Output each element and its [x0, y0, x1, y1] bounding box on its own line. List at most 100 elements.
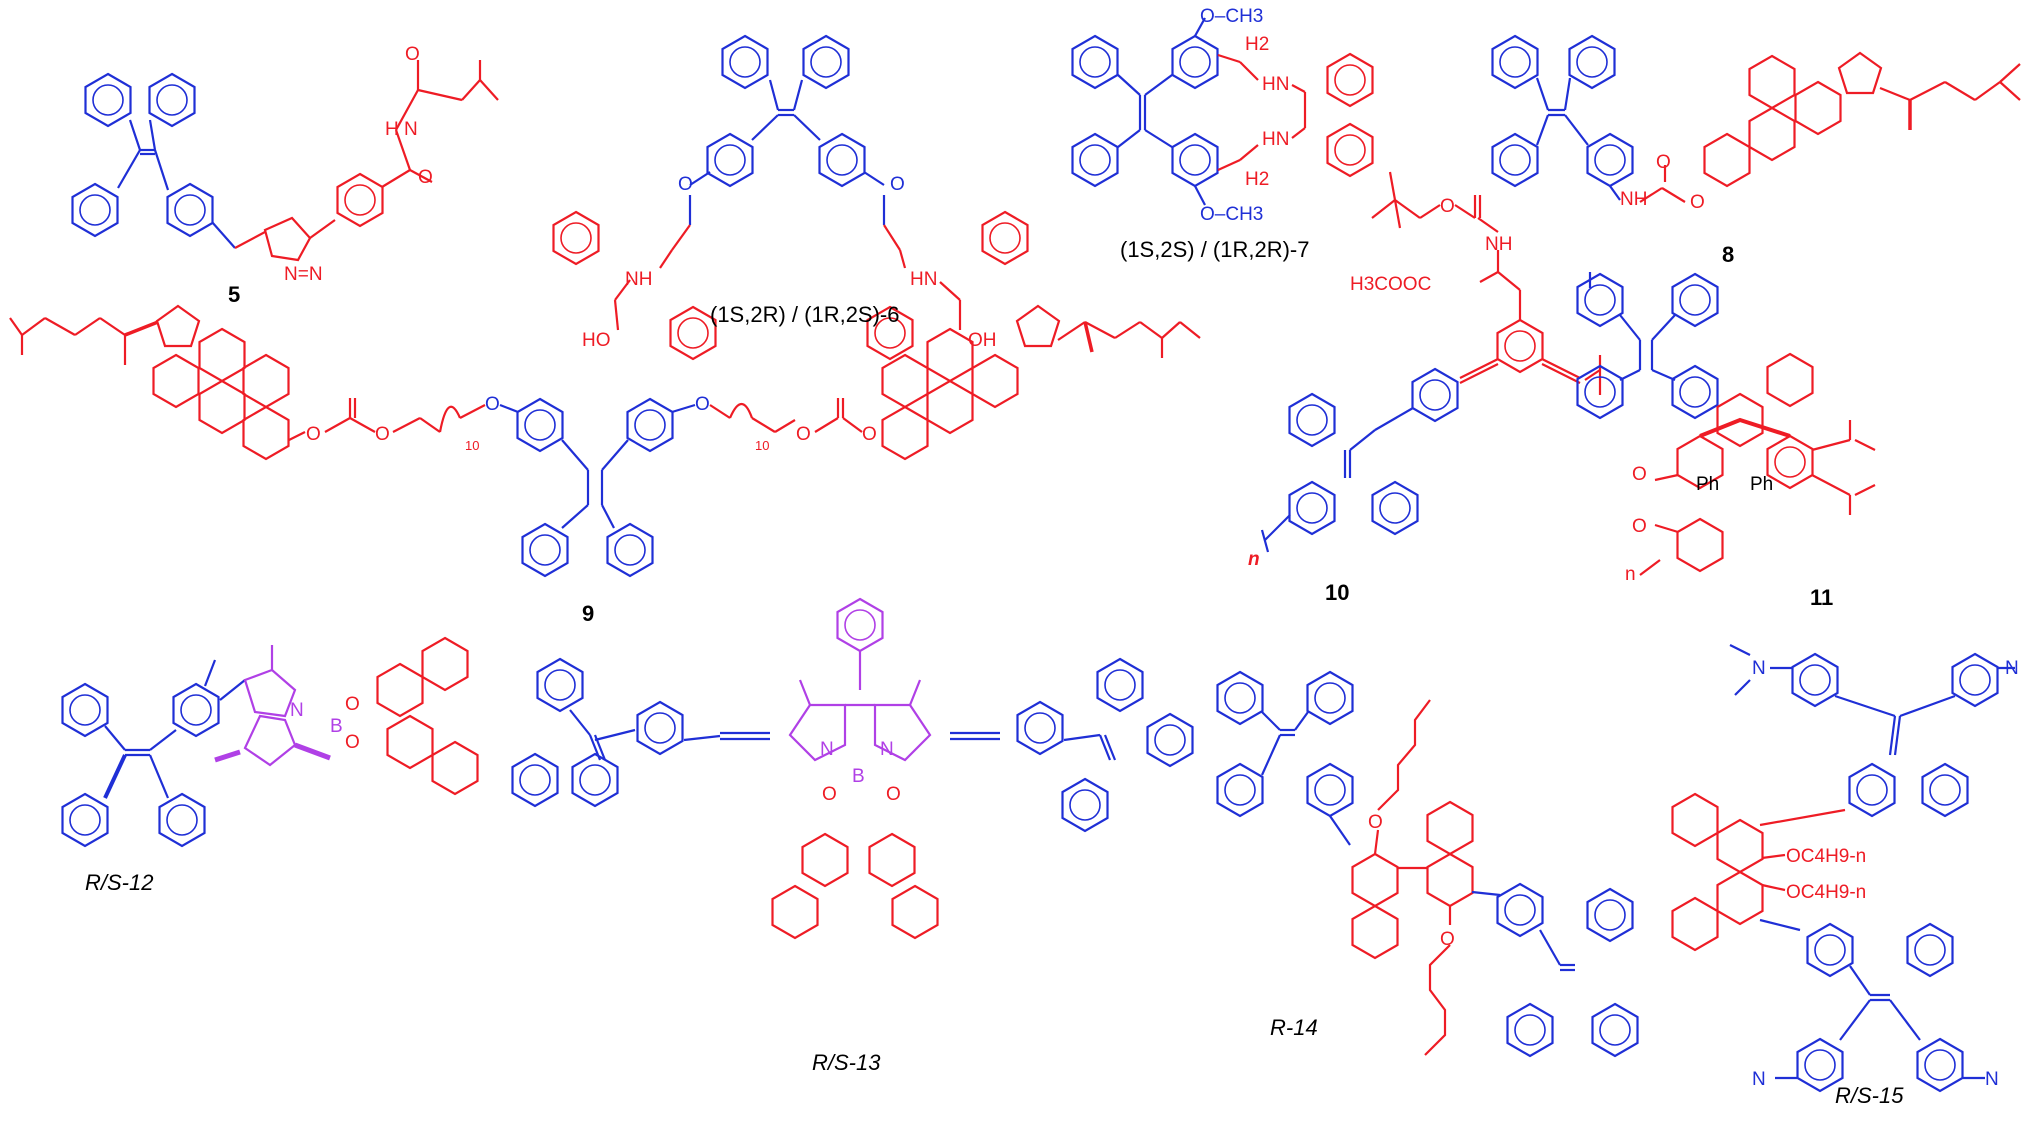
phenyl-label-11a: Ph	[1696, 474, 1719, 495]
ester-o-8: O	[1690, 192, 1705, 213]
bodipy-n-13b: N	[880, 739, 894, 760]
methoxy-o-11a: O	[1632, 464, 1647, 485]
binol-o-13b: O	[886, 784, 901, 805]
binol-unit-12	[376, 636, 479, 796]
binol-unit-13	[771, 832, 940, 940]
repeat-count-9a: 10	[465, 438, 479, 453]
methoxy-o-11b: O	[1632, 516, 1647, 537]
compound-8: NH O O 8	[1491, 34, 2021, 267]
chiral-unit-7	[1217, 52, 1374, 178]
compound-label-12: R/S-12	[85, 870, 153, 895]
tpe-unit-5	[71, 72, 236, 249]
tpe-unit-8	[1491, 34, 1634, 201]
triazole-nn-5: N=N	[284, 264, 323, 285]
bodipy-unit-13	[788, 597, 932, 762]
hydroxyl-6a: HO	[582, 330, 611, 351]
tpe-unit-9	[499, 397, 696, 578]
butoxy-15b: OC4H9-n	[1786, 882, 1866, 903]
boc-o-10: O	[1440, 196, 1455, 217]
chiral-unit-10	[1371, 171, 1602, 395]
methylene-7a: H2	[1245, 34, 1269, 55]
compound-13: N N B O O R/S-13	[511, 597, 1194, 1075]
compound-label-14: R-14	[1270, 1015, 1318, 1040]
compound-label-6: (1S,2R) / (1R,2S)-6	[710, 302, 900, 327]
compound-10: O NH H3COOC n 10	[1248, 171, 1602, 605]
compound-label-9: 9	[582, 601, 594, 626]
ester-o-9c: O	[796, 424, 811, 445]
compound-label-7: (1S,2S) / (1R,2R)-7	[1120, 237, 1310, 262]
compound-9: O O 10 O O 10 O	[9, 304, 1201, 626]
tpe-top-14	[1216, 670, 1354, 846]
methoxy-7b: O–CH3	[1200, 204, 1263, 225]
tpe-bottom-15	[1759, 918, 1985, 1093]
steroid-right-9	[881, 304, 1201, 461]
tpe-top-15	[1729, 644, 2015, 818]
compound-5: O O H N N=N 5	[71, 44, 499, 307]
linker-right-9	[709, 398, 863, 433]
ether-o-6a: O	[678, 174, 693, 195]
tpe-unit-6	[688, 34, 886, 225]
methyl-ester-10: H3COOC	[1350, 274, 1431, 295]
repeat-n-10: n	[1248, 549, 1260, 570]
butoxy-15a: OC4H9-n	[1786, 846, 1866, 867]
binol-o-12b: O	[345, 732, 360, 753]
compound-7: O–CH3 O–CH3 HN HN H2 H2 (1S,2S) / (1R,2R…	[1071, 6, 1374, 262]
chiral-unit-5	[234, 60, 499, 262]
binol-o-13a: O	[822, 784, 837, 805]
compound-label-15: R/S-15	[1835, 1083, 1904, 1108]
repeat-n-11: n	[1625, 564, 1636, 585]
tpe-left-13	[511, 657, 770, 808]
steroid-unit-8	[1639, 51, 2021, 203]
tpe-unit-7	[1071, 17, 1219, 206]
amine-nh-6a: NH	[625, 269, 652, 290]
compound-6: O O NH HN HO OH (1S,2R) / (1R,2S)-6	[552, 34, 1029, 361]
compound-label-8: 8	[1722, 242, 1734, 267]
tpe-unit-10	[1260, 367, 1459, 553]
ester-o-9b: O	[375, 424, 390, 445]
compound-12: N B O O R/S-12	[60, 636, 479, 895]
binaphthyl-unit-15	[1671, 792, 1846, 952]
amine-hn-7b: HN	[1262, 129, 1289, 150]
amine-n-15c: N	[1752, 1069, 1766, 1090]
compound-label-13: R/S-13	[812, 1050, 881, 1075]
tpe-right-13	[950, 657, 1194, 833]
ether-o-9b: O	[695, 394, 710, 415]
chiral-unit-6	[552, 210, 1029, 361]
bodipy-n-13a: N	[820, 739, 834, 760]
compound-15: N N OC4H9-n OC4H9-n N N	[1671, 644, 2019, 1108]
ether-o-9a: O	[485, 394, 500, 415]
boron-atom-12: B	[330, 716, 343, 737]
repeat-count-9b: 10	[755, 438, 769, 453]
alkoxy-o-14a: O	[1368, 812, 1383, 833]
boron-n-12a: N	[290, 700, 304, 721]
phenyl-label-11b: Ph	[1750, 474, 1773, 495]
oxygen-atom-5b: O	[405, 44, 420, 65]
compound-label-10: 10	[1325, 580, 1349, 605]
alkoxy-o-14b: O	[1440, 929, 1455, 950]
tpe-bottom-14	[1471, 882, 1639, 1058]
compound-14: O O R-14	[1216, 670, 1639, 1058]
amide-nh-5: H N	[385, 119, 418, 140]
ester-o-9d: O	[862, 424, 877, 445]
steroid-left-9	[9, 304, 306, 461]
oxygen-atom-5a: O	[418, 167, 433, 188]
ester-o-9a: O	[306, 424, 321, 445]
helicene-unit-11	[1639, 352, 1876, 576]
amine-hn-6b: HN	[910, 269, 937, 290]
boron-atom-13: B	[852, 766, 865, 787]
amine-n-15d: N	[1985, 1069, 1999, 1090]
carbonyl-o-8: O	[1656, 152, 1671, 173]
amine-n-15b: N	[2005, 658, 2019, 679]
hydroxyl-6b: OH	[968, 330, 997, 351]
carbamate-nh-8: NH	[1620, 189, 1647, 210]
boc-nh-10: NH	[1485, 234, 1512, 255]
compound-label-5: 5	[228, 282, 240, 307]
compound-11: Ph Ph O O n 11	[1576, 272, 1876, 610]
ether-o-6b: O	[890, 174, 905, 195]
amine-n-15a: N	[1752, 658, 1766, 679]
tpe-unit-12	[60, 659, 246, 848]
bodipy-unit-12	[214, 645, 331, 767]
binaphthyl-unit-14	[1350, 699, 1474, 1056]
